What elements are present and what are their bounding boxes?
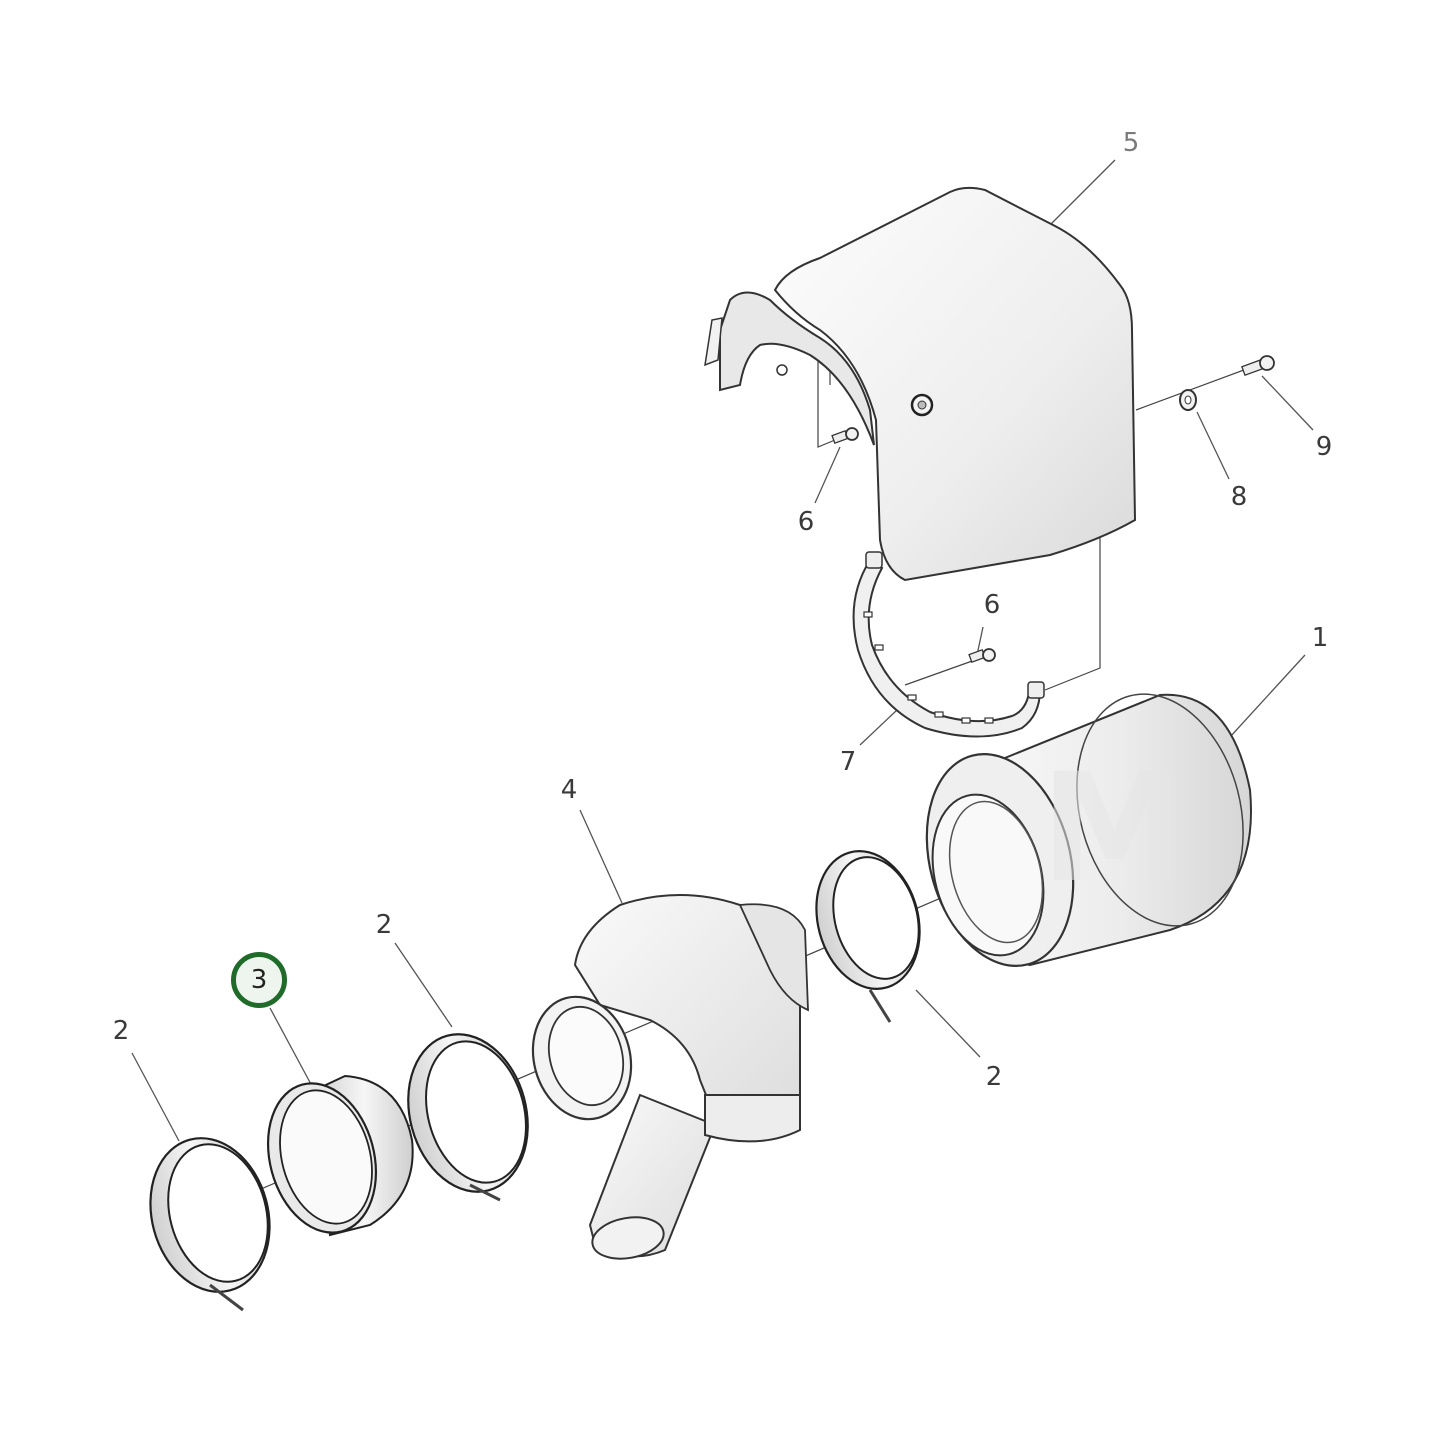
callout-6-lower[interactable]: 6 <box>983 590 1001 620</box>
callout-2-center[interactable]: 2 <box>375 910 393 940</box>
callout-9[interactable]: 9 <box>1315 432 1333 462</box>
callout-2-left[interactable]: 2 <box>112 1016 130 1046</box>
part-7-mounting-strap[interactable] <box>852 551 1045 738</box>
part-6-bolt-lower[interactable] <box>968 648 996 663</box>
part-1-air-filter-housing[interactable]: M <box>904 675 1267 982</box>
callout-8[interactable]: 8 <box>1230 482 1248 512</box>
leader-lines <box>131 159 1314 1142</box>
part-2-hose-clamp-right[interactable] <box>802 839 935 1023</box>
part-6-bolt-upper[interactable] <box>831 427 859 444</box>
part-9-bolt[interactable] <box>1241 355 1275 377</box>
part-8-washer[interactable] <box>1179 389 1197 411</box>
watermark-text: M <box>1040 742 1189 916</box>
callout-5[interactable]: 5 <box>1122 128 1140 158</box>
callout-7[interactable]: 7 <box>839 747 857 777</box>
callout-2-right[interactable]: 2 <box>985 1062 1003 1092</box>
part-2-hose-clamp-center[interactable] <box>391 1021 544 1206</box>
part-4-elbow-duct[interactable] <box>520 894 809 1264</box>
callout-3-highlighted[interactable]: 3 <box>231 952 287 1008</box>
part-3-sleeve-coupler[interactable] <box>252 1071 414 1245</box>
part-2-hose-clamp-left[interactable] <box>134 1125 286 1312</box>
callout-4[interactable]: 4 <box>560 775 578 805</box>
callout-6-upper[interactable]: 6 <box>797 507 815 537</box>
callout-1[interactable]: 1 <box>1311 623 1329 653</box>
part-5-cover[interactable] <box>704 186 1137 582</box>
